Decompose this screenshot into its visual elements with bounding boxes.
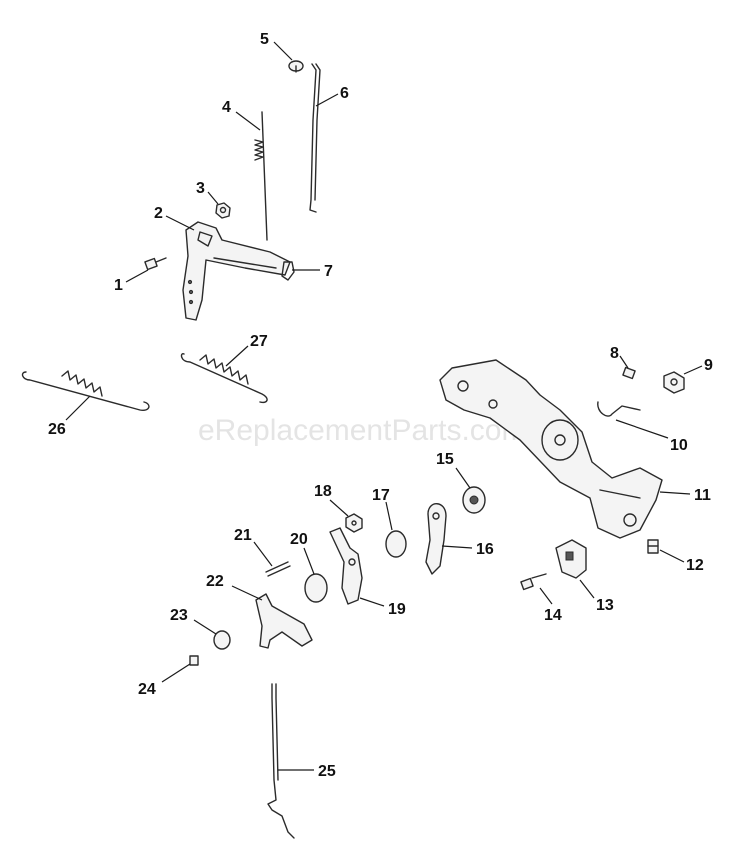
part-2-control-lever[interactable]: [182, 221, 291, 321]
part-15-washer[interactable]: [462, 486, 486, 514]
callout-14: 14: [544, 607, 562, 624]
part-17-disc[interactable]: [385, 530, 407, 558]
callout-11: 11: [694, 487, 711, 504]
part-20-disc[interactable]: [304, 573, 328, 603]
callout-17: 17: [372, 487, 390, 504]
part-16-plate[interactable]: [425, 503, 447, 575]
callout-12: 12: [686, 557, 704, 574]
callout-9: 9: [704, 357, 713, 374]
callout-15: 15: [436, 451, 454, 468]
leader-lines: [65, 41, 703, 771]
callout-labels: 5 6 4 3 2 1 7 27 26 8 9 10 11 12 13 14 1…: [48, 31, 713, 780]
callout-1: 1: [114, 277, 123, 294]
part-18-nut[interactable]: [345, 513, 363, 533]
callout-7: 7: [324, 263, 333, 280]
part-3-nut[interactable]: [215, 202, 231, 219]
callout-19: 19: [388, 601, 406, 618]
callout-18: 18: [314, 483, 332, 500]
part-13-block[interactable]: [555, 539, 587, 579]
callout-23: 23: [170, 607, 188, 624]
part-27-spring[interactable]: [180, 353, 268, 404]
part-24-screw[interactable]: [189, 655, 199, 666]
part-9-nut[interactable]: [663, 371, 685, 394]
callout-3: 3: [196, 180, 205, 197]
callout-6: 6: [340, 85, 349, 102]
part-25-rod[interactable]: [267, 683, 295, 839]
part-6-rod[interactable]: [309, 63, 321, 213]
callout-2: 2: [154, 205, 163, 222]
callout-22: 22: [206, 573, 224, 590]
callout-25: 25: [318, 763, 336, 780]
callout-26: 26: [48, 421, 66, 438]
part-4-rod-spring[interactable]: [254, 111, 268, 241]
part-8-screw[interactable]: [622, 366, 636, 380]
part-26-spring[interactable]: [21, 370, 150, 412]
callout-20: 20: [290, 531, 308, 548]
part-19-lever[interactable]: [329, 527, 363, 605]
callout-10: 10: [670, 437, 688, 454]
part-14-bolt[interactable]: [520, 573, 547, 591]
part-21-bolt[interactable]: [265, 561, 291, 577]
part-11-bracket[interactable]: [439, 359, 663, 539]
callout-27: 27: [250, 333, 268, 350]
callout-5: 5: [260, 31, 269, 48]
watermark-text: eReplacementParts.com: [198, 414, 526, 447]
callout-16: 16: [476, 541, 494, 558]
callout-21: 21: [234, 527, 252, 544]
part-10-clip[interactable]: [597, 401, 641, 417]
callout-13: 13: [596, 597, 614, 614]
part-1-bolt[interactable]: [144, 257, 167, 271]
part-12-screw[interactable]: [647, 539, 659, 554]
part-5-screw[interactable]: [288, 60, 304, 73]
callout-4: 4: [222, 99, 231, 116]
part-23-washer[interactable]: [213, 630, 231, 650]
callout-8: 8: [610, 345, 619, 362]
callout-24: 24: [138, 681, 156, 698]
part-22-bracket[interactable]: [255, 593, 313, 649]
part-7-link[interactable]: [281, 261, 295, 281]
